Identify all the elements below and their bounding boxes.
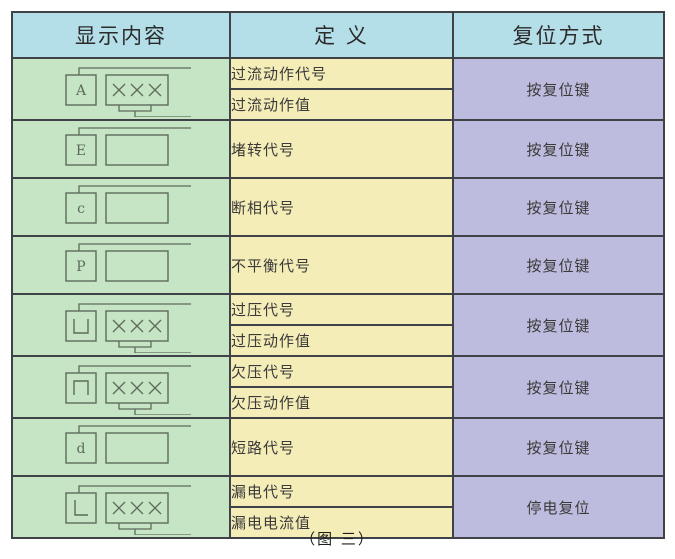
- display-glyph-svg: d: [65, 425, 191, 464]
- definition-cell: 过流动作代号: [229, 57, 454, 90]
- display-glyph: [13, 477, 229, 537]
- column-header-reset: 复位方式: [452, 11, 665, 59]
- definition-cell: 漏电代号: [229, 475, 454, 508]
- definition-cell: 漏电电流值: [229, 506, 454, 539]
- reset-method-cell: 按复位键: [452, 177, 665, 237]
- display-content-cell: d: [11, 417, 231, 477]
- table-row: P 不平衡代号按复位键: [11, 235, 665, 295]
- display-content-cell: c: [11, 177, 231, 237]
- reset-method-cell: 按复位键: [452, 417, 665, 477]
- display-glyph-svg: P: [65, 243, 191, 282]
- display-glyph: [13, 295, 229, 355]
- display-glyph: [13, 357, 229, 417]
- reset-method-cell: 按复位键: [452, 235, 665, 295]
- definition-cell: 堵转代号: [229, 119, 454, 179]
- definition-cell: 欠压动作值: [229, 386, 454, 419]
- definition-cell: 断相代号: [229, 177, 454, 237]
- header-row: 显示内容 定 义 复位方式: [11, 11, 665, 59]
- display-glyph-svg: [65, 303, 191, 353]
- display-content-cell: [11, 475, 231, 539]
- display-content-cell: A: [11, 57, 231, 121]
- display-glyph-svg: A: [65, 67, 191, 117]
- display-glyph-svg: [65, 485, 191, 535]
- column-header-definition: 定 义: [229, 11, 454, 59]
- reset-method-cell: 停电复位: [452, 475, 665, 539]
- reset-method-cell: 按复位键: [452, 57, 665, 121]
- display-glyph: d: [13, 419, 229, 475]
- display-glyph: A: [13, 59, 229, 119]
- svg-text:E: E: [76, 143, 86, 159]
- display-glyph: P: [13, 237, 229, 293]
- definition-cell: 短路代号: [229, 417, 454, 477]
- table-row: A 过流动作代号按复位键: [11, 57, 665, 121]
- table-row-continued: 过流动作值: [12, 88, 664, 121]
- display-glyph-svg: c: [65, 185, 191, 224]
- table-header: 显示内容 定 义 复位方式: [11, 11, 665, 59]
- reset-method-cell: 按复位键: [452, 119, 665, 179]
- figure-caption: （图 三）: [300, 530, 375, 548]
- definition-cell: 欠压代号: [229, 355, 454, 388]
- display-content-cell: E: [11, 119, 231, 179]
- reset-method-cell: 按复位键: [452, 293, 665, 357]
- table-row: 漏电代号停电复位: [11, 475, 665, 539]
- column-header-display: 显示内容: [11, 11, 231, 59]
- definition-cell: 过压代号: [229, 293, 454, 326]
- table-row: 欠压代号按复位键: [11, 355, 665, 419]
- svg-text:A: A: [75, 83, 87, 99]
- table-row: E 堵转代号按复位键: [11, 119, 665, 179]
- table-row-continued: 漏电电流值: [12, 506, 664, 539]
- display-glyph-svg: [65, 365, 191, 415]
- definition-cell: 过流动作值: [229, 88, 454, 121]
- table-row-continued: 过压动作值: [12, 324, 664, 357]
- reset-method-cell: 按复位键: [452, 355, 665, 419]
- display-content-cell: [11, 355, 231, 419]
- table-row: 过压代号按复位键: [11, 293, 665, 357]
- display-glyph: c: [13, 179, 229, 235]
- display-glyph-svg: E: [65, 127, 191, 166]
- table-row: d 短路代号按复位键: [11, 417, 665, 477]
- display-content-cell: P: [11, 235, 231, 295]
- definition-cell: 过压动作值: [229, 324, 454, 357]
- definition-cell: 不平衡代号: [229, 235, 454, 295]
- svg-text:d: d: [77, 441, 86, 457]
- display-glyph: E: [13, 121, 229, 177]
- svg-text:P: P: [76, 259, 85, 275]
- svg-text:c: c: [77, 201, 85, 217]
- table-row-continued: 欠压动作值: [12, 386, 664, 419]
- display-content-cell: [11, 293, 231, 357]
- table-row: c 断相代号按复位键: [11, 177, 665, 237]
